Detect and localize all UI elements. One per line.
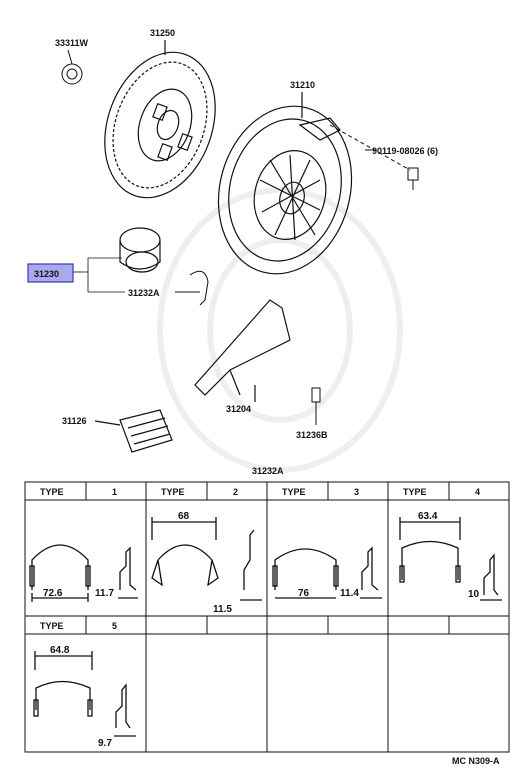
- label-33311w[interactable]: 33311W: [55, 38, 89, 48]
- label-31236b[interactable]: 31236B: [296, 430, 328, 440]
- type-num-1: 1: [112, 487, 117, 497]
- dim-type-5-depth: 9.7: [98, 738, 112, 749]
- type-num-2: 2: [233, 487, 238, 497]
- label-31230-box[interactable]: [27, 263, 74, 283]
- pilot-bearing: [61, 49, 83, 85]
- clutch-disc: [104, 40, 216, 199]
- release-fork: [194, 299, 291, 402]
- clip-type-5: [33, 651, 136, 737]
- type-label-3: TYPE: [282, 487, 306, 497]
- type-label-1: TYPE: [40, 487, 64, 497]
- label-90119[interactable]: 90119-08026 (6): [372, 146, 438, 156]
- type-num-3: 3: [354, 487, 359, 497]
- release-bearing: [119, 227, 161, 273]
- watermark-logo: [157, 187, 403, 473]
- dim-type-2-width: 68: [178, 511, 190, 522]
- type-num-5: 5: [112, 621, 117, 631]
- dim-type-5-width: 64.8: [50, 645, 70, 656]
- type-label-2: TYPE: [161, 487, 185, 497]
- clip-type-2: [151, 517, 262, 601]
- bolt: [329, 124, 419, 190]
- release-clip: [175, 270, 209, 306]
- clip-type-3: [272, 546, 382, 599]
- label-31210[interactable]: 31210: [290, 80, 315, 90]
- pressure-plate: [217, 92, 353, 275]
- label-31250[interactable]: 31250: [150, 28, 175, 38]
- leader-lines-31230: [73, 257, 125, 293]
- label-31126[interactable]: 31126: [62, 416, 87, 426]
- dim-type-2-depth: 11.5: [213, 604, 232, 615]
- footer-code: MC N309-A: [452, 756, 500, 766]
- type-table-grid: [24, 481, 510, 753]
- dim-type-4-depth: 10: [468, 589, 480, 600]
- clip-type-4: [399, 517, 502, 601]
- label-31230[interactable]: 31230: [34, 269, 59, 279]
- type-label-4: TYPE: [403, 487, 427, 497]
- label-31204[interactable]: 31204: [226, 404, 251, 414]
- dim-type-3-depth: 11.4: [340, 588, 359, 599]
- fork-boot: [94, 409, 173, 453]
- clip-type-1: [29, 544, 138, 602]
- type-num-4: 4: [475, 487, 480, 497]
- dim-type-1-depth: 11.7: [95, 588, 114, 599]
- table-title: 31232A: [252, 466, 284, 476]
- type-label-5: TYPE: [40, 621, 64, 631]
- dim-type-4-width: 63.4: [418, 511, 438, 522]
- dim-type-3-width: 76: [298, 588, 310, 599]
- dim-type-1-width: 72.6: [43, 588, 63, 599]
- fork-pivot: [311, 387, 321, 425]
- label-31232a[interactable]: 31232A: [128, 288, 160, 298]
